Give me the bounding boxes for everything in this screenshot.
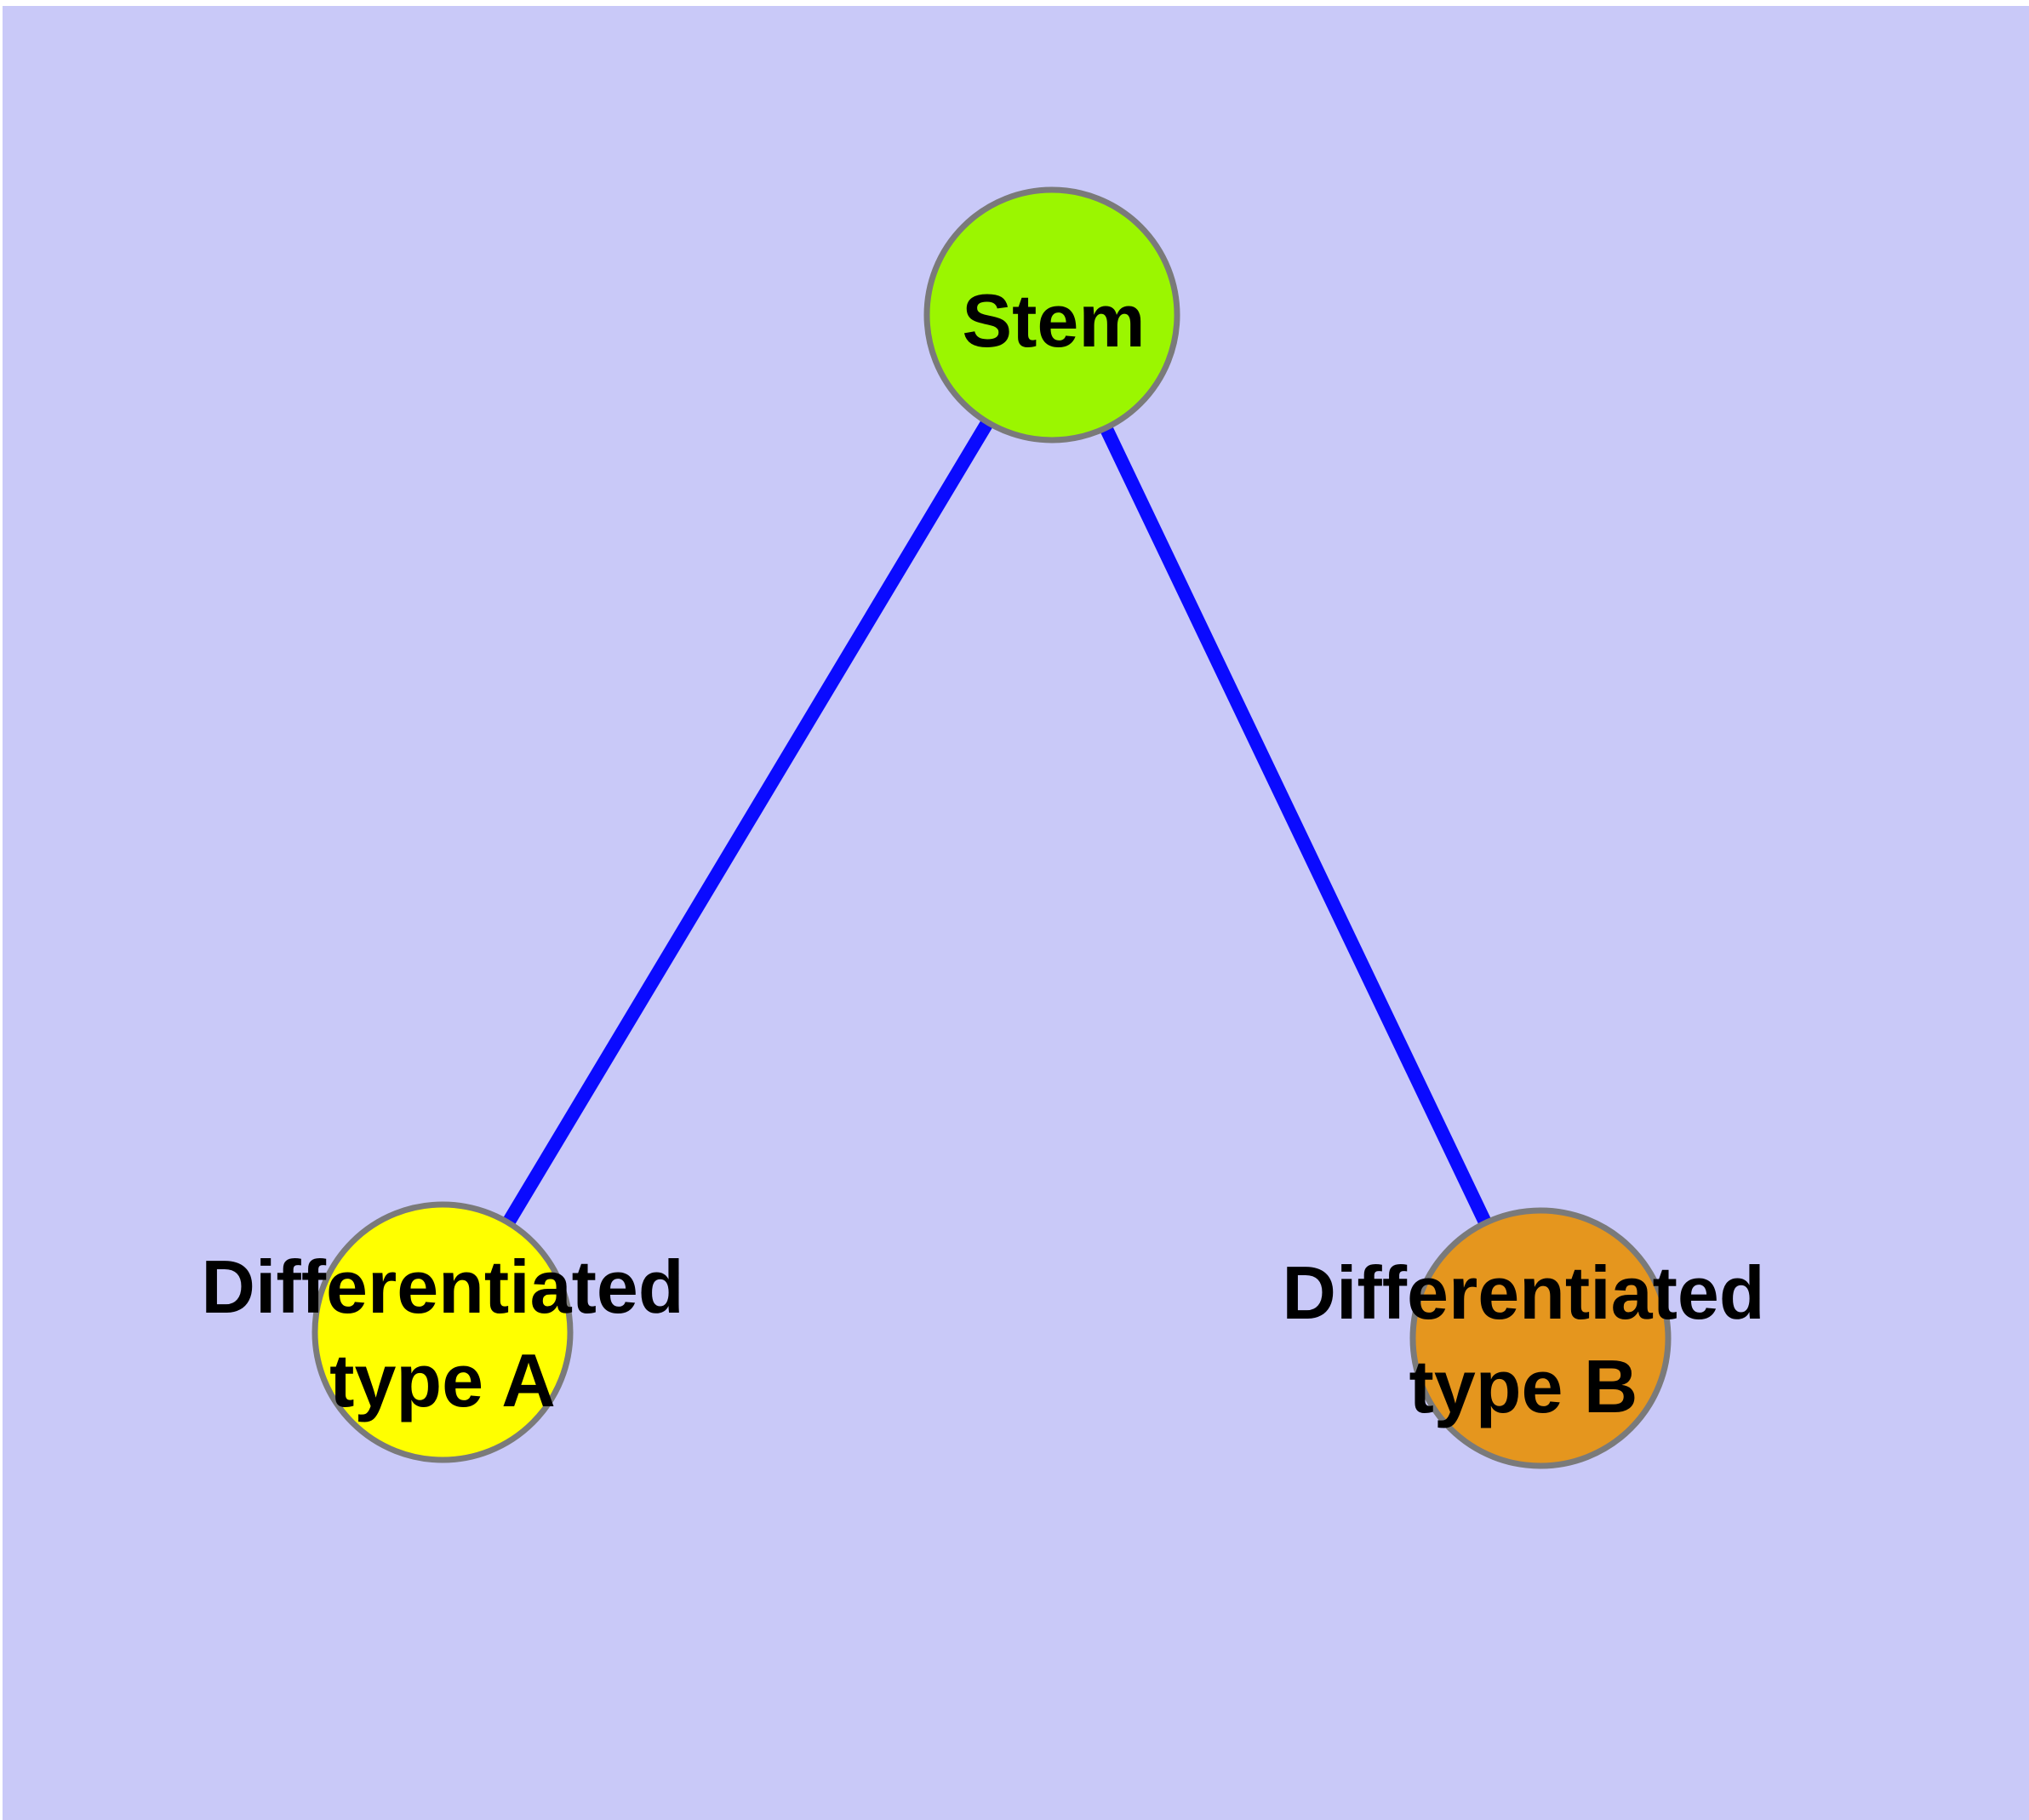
node-stem-label: Stem bbox=[962, 278, 1145, 363]
edge-stem-to-type-b bbox=[1045, 312, 1547, 1342]
node-type-a-label-line1: Differentiated bbox=[201, 1245, 683, 1329]
node-type-b-circle bbox=[1409, 1207, 1672, 1469]
node-stem-circle bbox=[923, 186, 1180, 444]
node-type-b-label-line1: Differentiated bbox=[1282, 1251, 1764, 1335]
edge-stem-to-type-a bbox=[437, 311, 1058, 1336]
node-type-b-label-line2: type B bbox=[1409, 1344, 1638, 1428]
node-type-a-circle bbox=[311, 1201, 574, 1463]
node-type-a-label-line2: type A bbox=[329, 1338, 556, 1422]
